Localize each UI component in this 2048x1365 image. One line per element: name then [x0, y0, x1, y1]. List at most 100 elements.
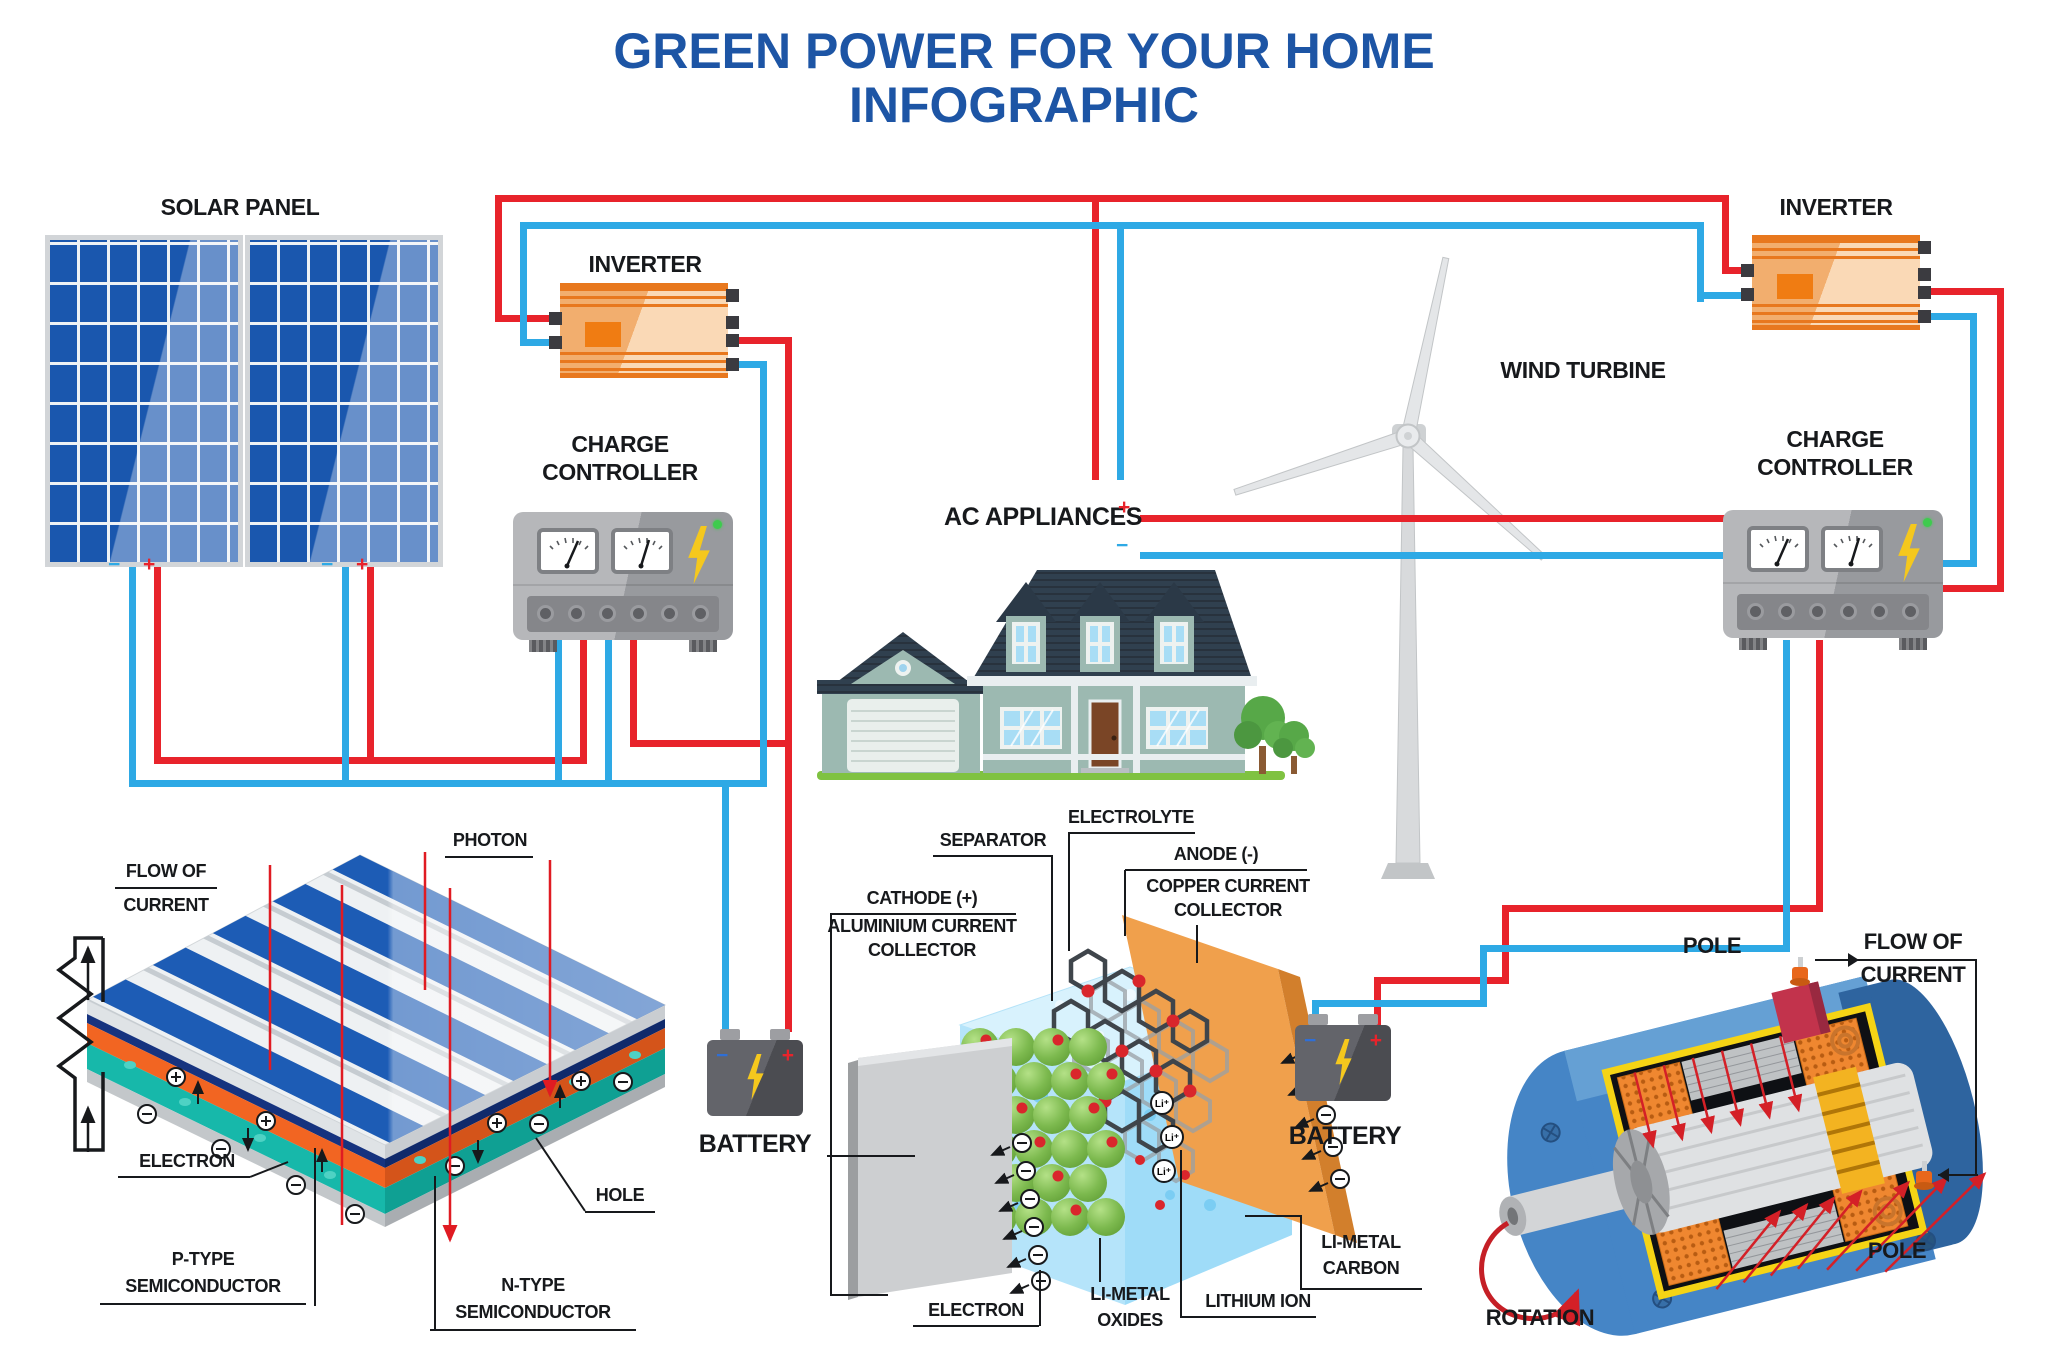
wind-minus-mark: − [1116, 534, 1129, 557]
terminal [599, 605, 616, 622]
wire [1117, 222, 1124, 480]
li-metal-carbon-label-2: CARBON [1322, 1258, 1400, 1278]
rotation-label: ROTATION [1485, 1305, 1595, 1330]
wire [1937, 560, 1977, 567]
wire [1480, 945, 1487, 1007]
turbine-blades [1233, 256, 1546, 561]
terminal [1747, 603, 1764, 620]
charge-controller-right-label-1: CHARGE [1786, 426, 1884, 452]
solar-panel-1 [45, 235, 243, 567]
wire [1697, 222, 1704, 302]
wire [1312, 1000, 1319, 1025]
pointer-line [1124, 870, 1126, 936]
ac-terminal [726, 289, 739, 302]
terminal [630, 605, 647, 622]
wire [1937, 585, 2004, 592]
lightning-icon [1335, 1039, 1352, 1085]
panel1-plus-mark: + [143, 553, 156, 576]
n-type-layer [87, 1043, 385, 1214]
dc-terminal [549, 336, 562, 349]
foot [1899, 638, 1927, 650]
wire [1997, 288, 2004, 592]
plus-mark: + [781, 1044, 794, 1067]
terminal [1840, 603, 1857, 620]
wire [342, 560, 349, 784]
analog-meter [611, 528, 673, 574]
wire [580, 640, 587, 764]
pointer-line [1300, 1215, 1302, 1290]
wire [605, 640, 612, 784]
minus-mark: − [716, 1044, 729, 1067]
battery-terminal [720, 1029, 740, 1040]
external-circuit [56, 936, 105, 1152]
electron-flow-left [990, 1133, 1051, 1294]
status-led [713, 520, 722, 529]
pointer-line [1068, 833, 1070, 951]
foot [689, 640, 717, 652]
wire [129, 560, 136, 784]
hole-label: HOLE [595, 1185, 645, 1205]
lightning-icon [688, 526, 710, 584]
ac-terminal [1918, 241, 1931, 254]
dc-terminal [1741, 264, 1754, 277]
wire [1502, 905, 1509, 984]
pole-bottom-label: POLE [1867, 1238, 1927, 1263]
inverter-fins [1752, 304, 1920, 330]
battery-right-icon: − + [1295, 1014, 1391, 1101]
charge-controller-right [1723, 510, 1943, 650]
photon-rays [268, 852, 558, 1243]
ac-terminal [1918, 286, 1931, 299]
wire [1722, 195, 1729, 274]
pole-top-label: POLE [1682, 933, 1742, 958]
pv-cell-diagram [56, 852, 667, 1243]
garage [817, 632, 985, 773]
trees [1234, 696, 1315, 774]
wire [495, 195, 502, 322]
terminal-strip [1737, 594, 1929, 630]
svg-text:Li⁺: Li⁺ [1165, 1133, 1179, 1144]
pointer-line [314, 1148, 316, 1306]
current-path [1938, 1174, 1978, 1176]
inverter-fins [1752, 235, 1920, 261]
wire [495, 315, 561, 322]
terminal [692, 605, 709, 622]
hole-particles [166, 1067, 591, 1133]
generator-diagram [1479, 957, 1987, 1336]
label-underline [1200, 1316, 1316, 1318]
pointer-line [830, 1294, 888, 1296]
wind-turbine-label: WIND TURBINE [1500, 357, 1666, 383]
foot [529, 640, 557, 652]
inverter-fins [560, 352, 728, 378]
ac-terminal [1918, 268, 1931, 281]
arrowhead [1938, 1168, 1949, 1182]
inverter-left [549, 283, 739, 378]
battery-right-label: BATTERY [1288, 1122, 1402, 1150]
label-underline [1068, 832, 1195, 834]
wire [520, 222, 1704, 229]
dormer [1070, 582, 1130, 672]
commutator-band [1813, 1066, 1885, 1194]
wire [520, 339, 561, 346]
label-underline [830, 913, 1016, 915]
wire [1970, 313, 1977, 567]
gen-flow-label-1: FLOW OF [1863, 929, 1963, 954]
label-underline [933, 855, 1053, 857]
label-underline [115, 887, 217, 889]
pointer-line [1051, 855, 1053, 1001]
battery-left-label: BATTERY [698, 1130, 812, 1158]
li-metal-oxides-label-2: OXIDES [1097, 1310, 1163, 1330]
main-house [967, 570, 1257, 773]
li-battery-diagram: Li⁺ Li⁺ Li⁺ [848, 915, 1357, 1305]
current-path [1815, 959, 1977, 961]
p-type-label-2: SEMICONDUCTOR [125, 1276, 281, 1296]
terminal [1902, 603, 1919, 620]
analog-meter [1747, 526, 1809, 572]
ac-terminal [726, 334, 739, 347]
label-underline [118, 1176, 250, 1178]
pointer-line [434, 1176, 436, 1331]
label-underline [913, 1325, 1039, 1327]
ac-terminal [1918, 310, 1931, 323]
wire [785, 337, 792, 1032]
charge-controller-left-label-2: CONTROLLER [542, 459, 698, 485]
aluminium-collector [848, 1038, 1012, 1300]
